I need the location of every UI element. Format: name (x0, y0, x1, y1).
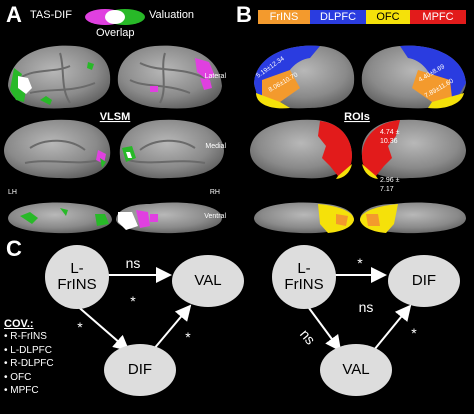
right-ac-label: ns (297, 326, 319, 348)
covariate-item: • R-DLPFC (4, 358, 54, 369)
right-cb-label: * (411, 325, 417, 341)
right-node-frins: L- FrINS (272, 245, 336, 309)
covariate-item: • OFC (4, 371, 32, 383)
left-cb-label: * (185, 329, 191, 345)
lateral-left-brain (8, 45, 111, 109)
panel-c-label: C (6, 236, 22, 261)
left-ab-label: ns (126, 255, 141, 271)
ventral-left-brain (8, 202, 112, 234)
medial-left-brain (4, 119, 111, 179)
left-diag-label: * (130, 293, 136, 309)
covariates-list: COV.: • R-FrINS • L-DLPFC • R-DLPFC • OF… (4, 318, 54, 398)
medial-right-brain (119, 119, 224, 179)
vlsm-title: VLSM (100, 111, 131, 123)
vlsm-brain-maps: Lateral VLSM Medial LH RH Ventral (4, 45, 227, 234)
right-path-a-to-c (305, 303, 342, 352)
mediation-diagrams: ns * * * * ns ns * (74, 255, 417, 352)
medial-view-label: Medial (205, 143, 226, 150)
roi-lateral-right-brain (361, 45, 466, 109)
roi-dlpfc-legend: DLPFC (310, 10, 366, 24)
right-node-val: VAL (320, 344, 392, 396)
legend-valuation-label: Valuation (149, 9, 195, 21)
roi-mpfc-legend: MPFC (410, 10, 466, 24)
roi-medial-top-value: 4.74 ±10.36 (380, 129, 400, 145)
panel-a-label: A (6, 2, 22, 27)
left-node-dif: DIF (104, 344, 176, 396)
left-path-c-to-b (152, 304, 192, 351)
rois-title: ROIs (344, 111, 370, 123)
lateral-view-label: Lateral (205, 73, 227, 80)
roi-medial-bottom-value: 2.96 ±7.17 (380, 177, 400, 193)
left-ac-label: * (77, 319, 83, 335)
left-path-a-to-c (74, 303, 130, 352)
panel-b-label: B (236, 2, 252, 27)
roi-ventral-left-brain (254, 202, 354, 234)
covariates-title: COV.: (4, 318, 34, 330)
right-ab-label: * (357, 255, 363, 271)
right-node-dif: DIF (388, 255, 460, 307)
right-diag-label: ns (359, 299, 374, 315)
legend-tas-dif-label: TAS-DIF (30, 9, 72, 21)
ventral-right-brain (116, 202, 222, 234)
roi-medial-right-brain (361, 119, 466, 179)
roi-ofc-legend: OFC (366, 10, 410, 24)
overlap-legend-icon (85, 9, 145, 25)
lh-label: LH (8, 189, 17, 196)
covariate-item: • MPFC (4, 385, 39, 396)
legend-overlap-label: Overlap (96, 27, 135, 39)
roi-brain-maps: 5.19±12.34 8.06±10.70 4.40±8.69 7.89±11.… (250, 45, 466, 234)
lateral-right-brain (117, 45, 222, 109)
covariate-item: • L-DLPFC (4, 344, 52, 356)
roi-lateral-left-brain (254, 45, 355, 109)
ventral-view-label: Ventral (204, 213, 226, 220)
left-node-frins: L- FrINS (45, 245, 109, 309)
left-node-val: VAL (172, 255, 244, 307)
roi-frins-legend: FrINS (258, 10, 310, 24)
roi-ventral-right-brain (360, 202, 466, 234)
rh-label: RH (210, 189, 220, 196)
roi-medial-left-brain (250, 119, 352, 179)
right-path-c-to-b (373, 304, 412, 351)
covariate-item: • R-FrINS (4, 331, 47, 342)
